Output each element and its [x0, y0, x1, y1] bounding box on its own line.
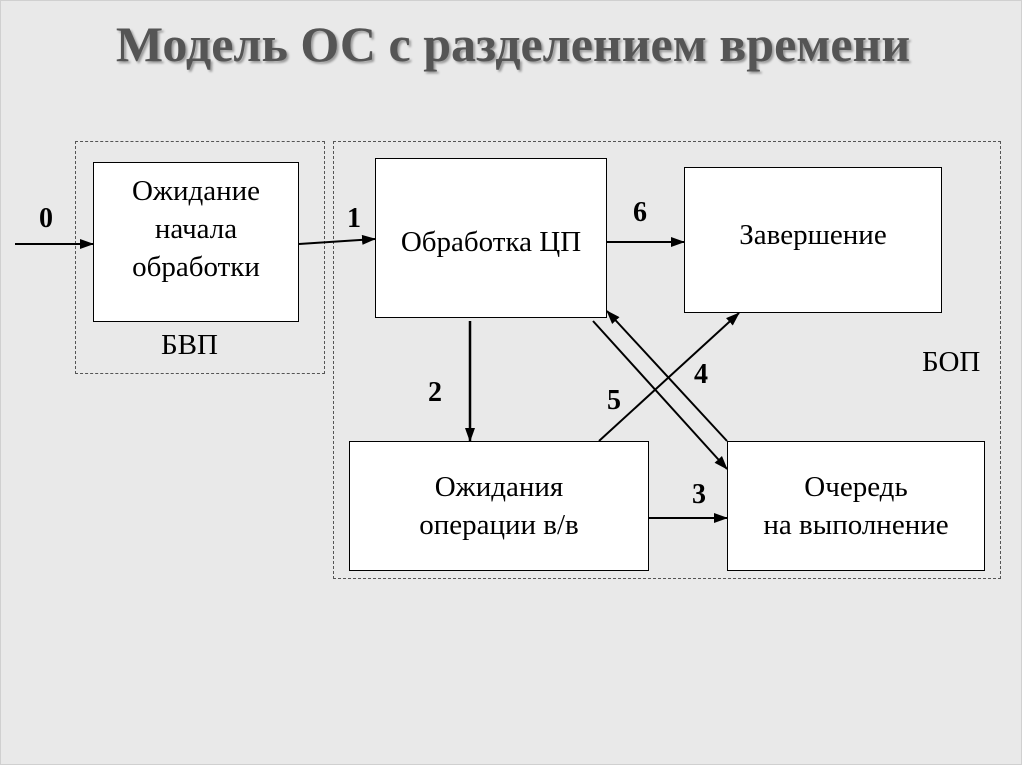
group-bvp [75, 141, 325, 374]
arrow-1 [298, 234, 376, 245]
state-wait-start: Ожидание начала обработки [93, 162, 299, 322]
page-title: Модель ОС с разделением времени [115, 16, 911, 72]
state-ready-queue: Очередь на выполнение [727, 441, 985, 571]
transition-label-3: 3 [692, 479, 706, 510]
transition-label-5: 5 [607, 385, 621, 416]
group-bop [333, 141, 1001, 579]
state-io-wait: Ожидания операции в/в [349, 441, 649, 571]
state-cpu-processing: Обработка ЦП [375, 158, 607, 318]
transition-label-4: 4 [694, 359, 708, 390]
transition-label-1: 1 [347, 203, 361, 234]
group-bvp-label: БВП [161, 329, 218, 361]
group-bop-label: БОП [922, 346, 981, 378]
arrow-queue-to-cpu [606, 310, 728, 442]
arrow-5 [592, 320, 728, 470]
transition-label-0: 0 [39, 203, 53, 234]
transition-label-2: 2 [428, 377, 442, 408]
state-finish: Завершение [684, 167, 942, 313]
transition-label-6: 6 [633, 197, 647, 228]
